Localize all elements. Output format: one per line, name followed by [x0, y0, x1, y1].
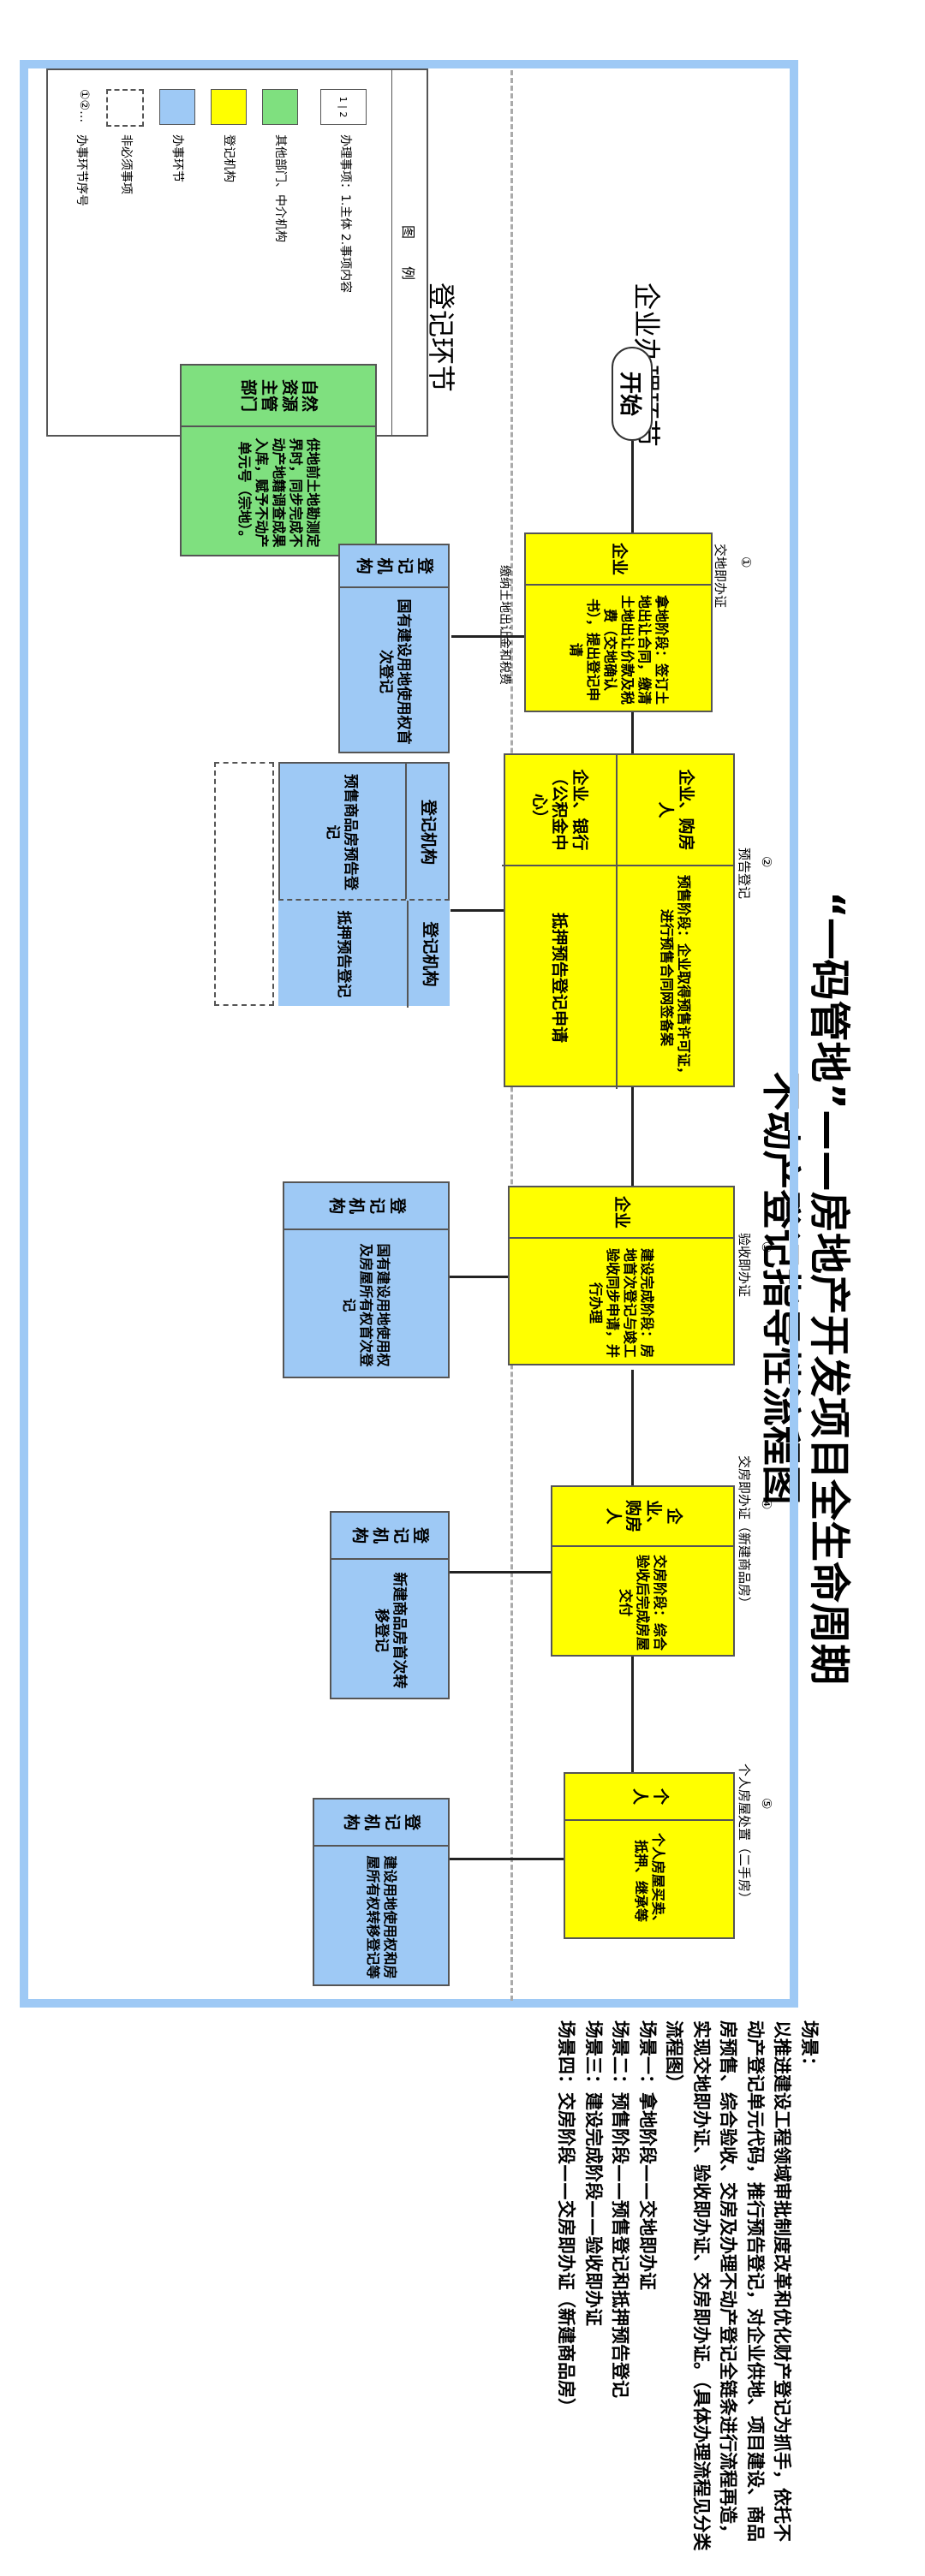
s1-label: 交地即办证 [713, 544, 728, 609]
s2-content-top: 预售阶段：企业取得预售许可证，进行预售合同网签备案 [659, 874, 693, 1080]
legend-text-green: 其他部门、中介机构 [273, 134, 287, 242]
s5-node: 个人 个人房屋买卖、抵押、继承等 [564, 1772, 735, 1939]
arrow-s3-to-s4 [631, 1370, 634, 1490]
s4-reg-node: 登记机构 新建商品房首次转移登记 [330, 1511, 450, 1699]
s2-reg2-subject: 登记机构 [407, 901, 450, 1008]
s4-number: ④ [759, 1498, 774, 1510]
s4-reg-content: 新建商品房首次转移登记 [373, 1572, 409, 1689]
legend-text-numbers: 办事环节序号 [75, 134, 88, 206]
s4-content: 交房阶段：综合验收后完成房屋交付 [618, 1554, 669, 1651]
start-node: 开始 [612, 347, 653, 441]
lane-label-registration: 登记环节 [425, 283, 457, 393]
legend-text-items: 办理事项：1.主体 2.事项内容 [338, 134, 352, 294]
s1-reg-subject: 登记机构 [340, 545, 448, 588]
s5-content: 个人房屋买卖、抵押、继承等 [633, 1832, 666, 1929]
scene-1: 场景一：拿地阶段——交地即办证 [637, 2020, 658, 2290]
s1-node: 企业 拿地阶段：签订土地出让合同，缴清土地出让价款及税费（交地确认书），提出登记… [524, 532, 713, 712]
scenes-header: 场景： [799, 2020, 820, 2074]
legend-text-yellow: 登记机构 [222, 134, 236, 182]
s3-reg-node: 登记机构 国有建设用地使用权及房屋所有权首次登记 [283, 1181, 450, 1378]
arrow-start-to-s1 [631, 441, 634, 535]
arrow-s4-to-reg [450, 1571, 551, 1574]
scenes-intro: 以推进建设工程领域审批制度改革和优化财产登记为抓手，依托不动产登记单元代码，推行… [664, 2020, 793, 2551]
s3-node: 企业 建设完成阶段：房地首次登记与竣工验收同步申请，并行办理 [508, 1186, 735, 1365]
s2-number: ② [759, 856, 774, 868]
s4-node: 企业、购房人 交房阶段：综合验收后完成房屋交付 [551, 1485, 735, 1657]
s3-content: 建设完成阶段：房地首次登记与竣工验收同步申请，并行办理 [588, 1247, 656, 1358]
legend-swatch-yellow [211, 89, 247, 125]
scenes-panel: 场景： 以推进建设工程领域审批制度改革和优化财产登记为抓手，依托不动产登记单元代… [51, 2020, 822, 2551]
s1-edge-label: 缴纳土地出让金和税费 [498, 565, 511, 685]
s3-reg-subject: 登记机构 [284, 1183, 448, 1230]
s2-optional-box [214, 762, 274, 1006]
legend-swatch-numbers: ①②… [77, 89, 91, 123]
node-natural-resources-content: 供地前土地勘测定界时，同步完成不动产地籍调查成果入库，赋予不动产单元号（宗地）。 [236, 437, 321, 548]
s5-label: 个人房屋处置（二手房） [737, 1764, 752, 1906]
s3-reg-content: 国有建设用地使用权及房屋所有权首次登记 [341, 1243, 392, 1367]
s1-content: 拿地阶段：签订土地出让合同，缴清土地出让价款及税费（交地确认书），提出登记申请 [568, 594, 670, 705]
legend-text-blue: 办事环节 [170, 134, 184, 182]
s2-subject-top: 企业、购房人 [618, 755, 733, 866]
legend-text-dashed: 非必须事项 [119, 134, 133, 194]
s2-subject-bottom: 企业、银行（公积金中心） [502, 755, 618, 866]
s3-label: 验收即办证 [737, 1233, 752, 1298]
s2-label: 预告登记 [737, 848, 752, 900]
scene-4: 场景四：交房阶段——交房即办证（新建商品房） [556, 2020, 577, 2416]
s1-subject: 企业 [526, 534, 711, 586]
s2-reg1-subject: 登记机构 [405, 764, 448, 901]
s1-number: ① [738, 556, 754, 568]
s5-reg-node: 登记机构 建设用地使用权和房屋所有权转移登记等 [313, 1798, 450, 1986]
scene-3: 场景三：建设完成阶段——验收即办证 [583, 2020, 604, 2326]
s4-subject: 企业、购房人 [552, 1487, 733, 1547]
s4-reg-subject: 登记机构 [331, 1513, 448, 1560]
legend-swatch-dashed [106, 89, 144, 127]
arrow-s1-to-reg [451, 635, 524, 638]
scene-2: 场景二：预售阶段——预售登记和抵押预告登记 [610, 2020, 631, 2398]
s5-subject: 个人 [565, 1774, 733, 1821]
legend-header: 图 例 [391, 70, 427, 435]
s5-number: ⑤ [759, 1798, 774, 1810]
s3-number: ③ [759, 1241, 774, 1253]
s3-subject: 企业 [510, 1187, 733, 1239]
s5-reg-content: 建设用地使用权和房屋所有权转移登记等 [365, 1855, 398, 1979]
node-natural-resources-subject: 自然资源主管部门 [182, 366, 375, 427]
legend-swatch-boxes: 1 | 2 [320, 89, 367, 125]
node-natural-resources: 自然资源主管部门 供地前土地勘测定界时，同步完成不动产地籍调查成果入库，赋予不动… [180, 364, 377, 556]
s2-content-bottom: 抵押预告登记申请 [502, 866, 618, 1089]
arrow-s2-to-reg [451, 909, 504, 912]
s1-reg-content: 国有建设用地使用权首次登记 [377, 598, 413, 745]
arrow-s3-to-reg [450, 1276, 508, 1278]
s2-node: 企业、购房人 预售阶段：企业取得预售许可证，进行预售合同网签备案 企业、银行（公… [502, 753, 735, 1089]
s1-reg-node: 登记机构 国有建设用地使用权首次登记 [338, 544, 450, 753]
s2-reg2-node: 登记机构 抵押预告登记 [278, 899, 450, 1008]
s4-label: 交房即办证（新建商品房） [737, 1455, 752, 1610]
s2-reg2-content: 抵押预告登记 [334, 910, 352, 998]
s5-reg-subject: 登记机构 [314, 1800, 448, 1847]
legend-swatch-blue [159, 89, 195, 125]
legend-swatch-green [262, 89, 298, 125]
arrow-s5-to-reg [450, 1858, 564, 1860]
s2-reg1-content: 预售商品房预告登记 [324, 774, 360, 890]
